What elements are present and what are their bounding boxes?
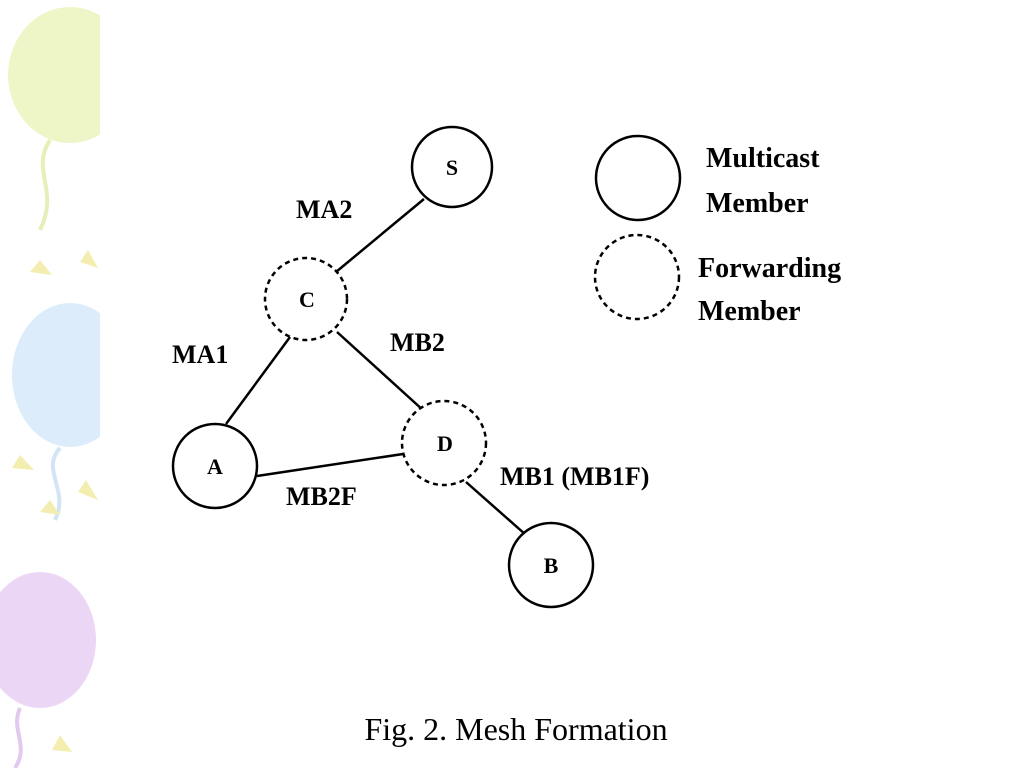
edge-label-ma2: MA2: [296, 195, 352, 224]
legend-multicast-label-line1: Multicast: [706, 143, 820, 174]
edge-label-mb2f: MB2F: [286, 482, 357, 511]
edge-s-c: [335, 198, 425, 273]
yellow-sparkle-icon-3: [52, 735, 72, 752]
node-b-label: B: [544, 553, 559, 578]
purple-balloon-icon: [0, 572, 96, 768]
legend-forwarding-label-line2: Member: [698, 296, 801, 327]
legend-multicast-symbol: [594, 134, 682, 222]
edge-label-mb1-mb1f: MB1 (MB1F): [500, 462, 649, 491]
node-d: D: [400, 399, 488, 487]
edge-a-d: [256, 452, 404, 478]
yellow-sparkle-icon-2: [12, 455, 98, 515]
figure-caption: Fig. 2. Mesh Formation: [364, 711, 667, 747]
node-c: C: [263, 256, 349, 342]
edge-d-b: [465, 481, 527, 536]
edge-label-mb2: MB2: [390, 328, 445, 357]
green-balloon-icon: [8, 7, 100, 231]
node-d-label: D: [437, 431, 453, 456]
yellow-sparkle-icon: [30, 250, 98, 275]
edge-c-d: [336, 331, 425, 412]
node-s-label: S: [446, 155, 458, 180]
node-c-label: C: [299, 287, 315, 312]
node-s: S: [410, 125, 494, 209]
legend-forwarding-symbol: [593, 233, 681, 321]
blue-balloon-icon: [12, 303, 100, 521]
legend-multicast-label-line2: Member: [706, 188, 809, 219]
node-b: B: [507, 521, 595, 609]
edge-c-a: [224, 336, 292, 425]
edge-label-ma1: MA1: [172, 340, 228, 369]
balloon-decoration: [0, 7, 100, 768]
node-a: A: [171, 422, 259, 510]
legend: Multicast Member Forwarding Member: [593, 134, 841, 327]
node-a-label: A: [207, 454, 223, 479]
legend-forwarding-label-line1: Forwarding: [698, 253, 841, 284]
